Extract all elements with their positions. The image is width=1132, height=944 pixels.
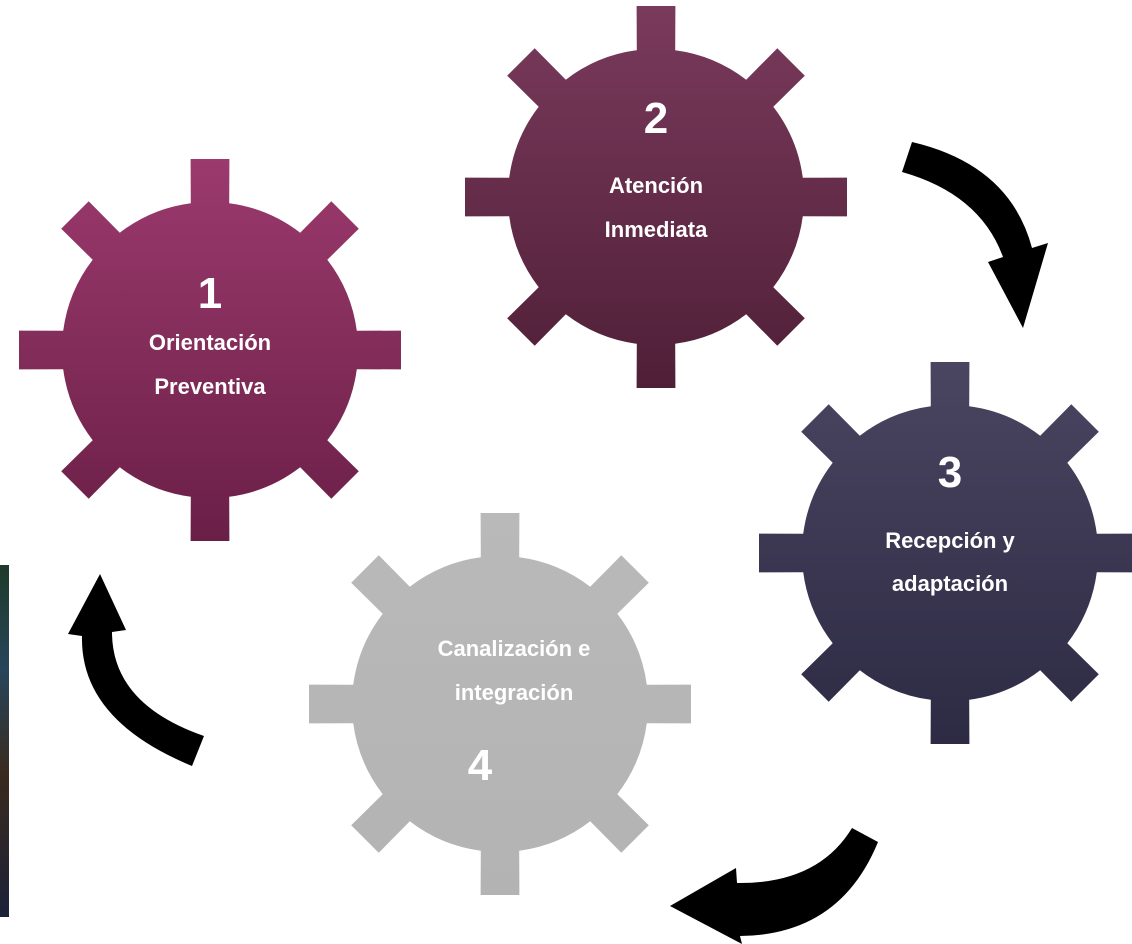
gear-3-number: 3: [938, 448, 962, 497]
arrow-2-to-3-icon: [902, 142, 1048, 328]
gear-4-cog-icon: [309, 513, 691, 895]
gear-2-number: 2: [644, 94, 668, 143]
cycle-arrows: [68, 142, 1048, 944]
gear-3-cog-icon: [759, 362, 1132, 744]
gear-4-label-line-2: integración: [455, 680, 574, 705]
gear-4-number: 4: [468, 741, 493, 790]
gear-2-label-line-1: Atención: [609, 173, 703, 198]
gear-2-atencion-inmediata: 2 Atención Inmediata: [465, 6, 847, 388]
gear-1-label-line-2: Preventiva: [154, 374, 266, 399]
gear-2-label-line-2: Inmediata: [605, 217, 708, 242]
gear-4-label-line-1: Canalización e: [438, 636, 591, 661]
gear-3-label-line-2: adaptación: [892, 571, 1008, 596]
gear-2-cog-icon: [465, 6, 847, 388]
gear-3-recepcion-adaptacion: 3 Recepción y adaptación: [759, 362, 1132, 744]
gear-1-number: 1: [198, 269, 222, 318]
gear-4-canalizacion-integracion: Canalización e integración 4: [309, 513, 691, 895]
background-photo-fragment: [0, 565, 9, 917]
gear-1-orientacion-preventiva: 1 Orientación Preventiva: [19, 159, 401, 541]
gear-3-label-line-1: Recepción y: [885, 528, 1015, 553]
arrow-3-to-4-icon: [670, 828, 878, 944]
gear-1-label-line-1: Orientación: [149, 330, 271, 355]
gear-1-cog-icon: [19, 159, 401, 541]
arrow-4-to-1-icon: [68, 574, 204, 766]
